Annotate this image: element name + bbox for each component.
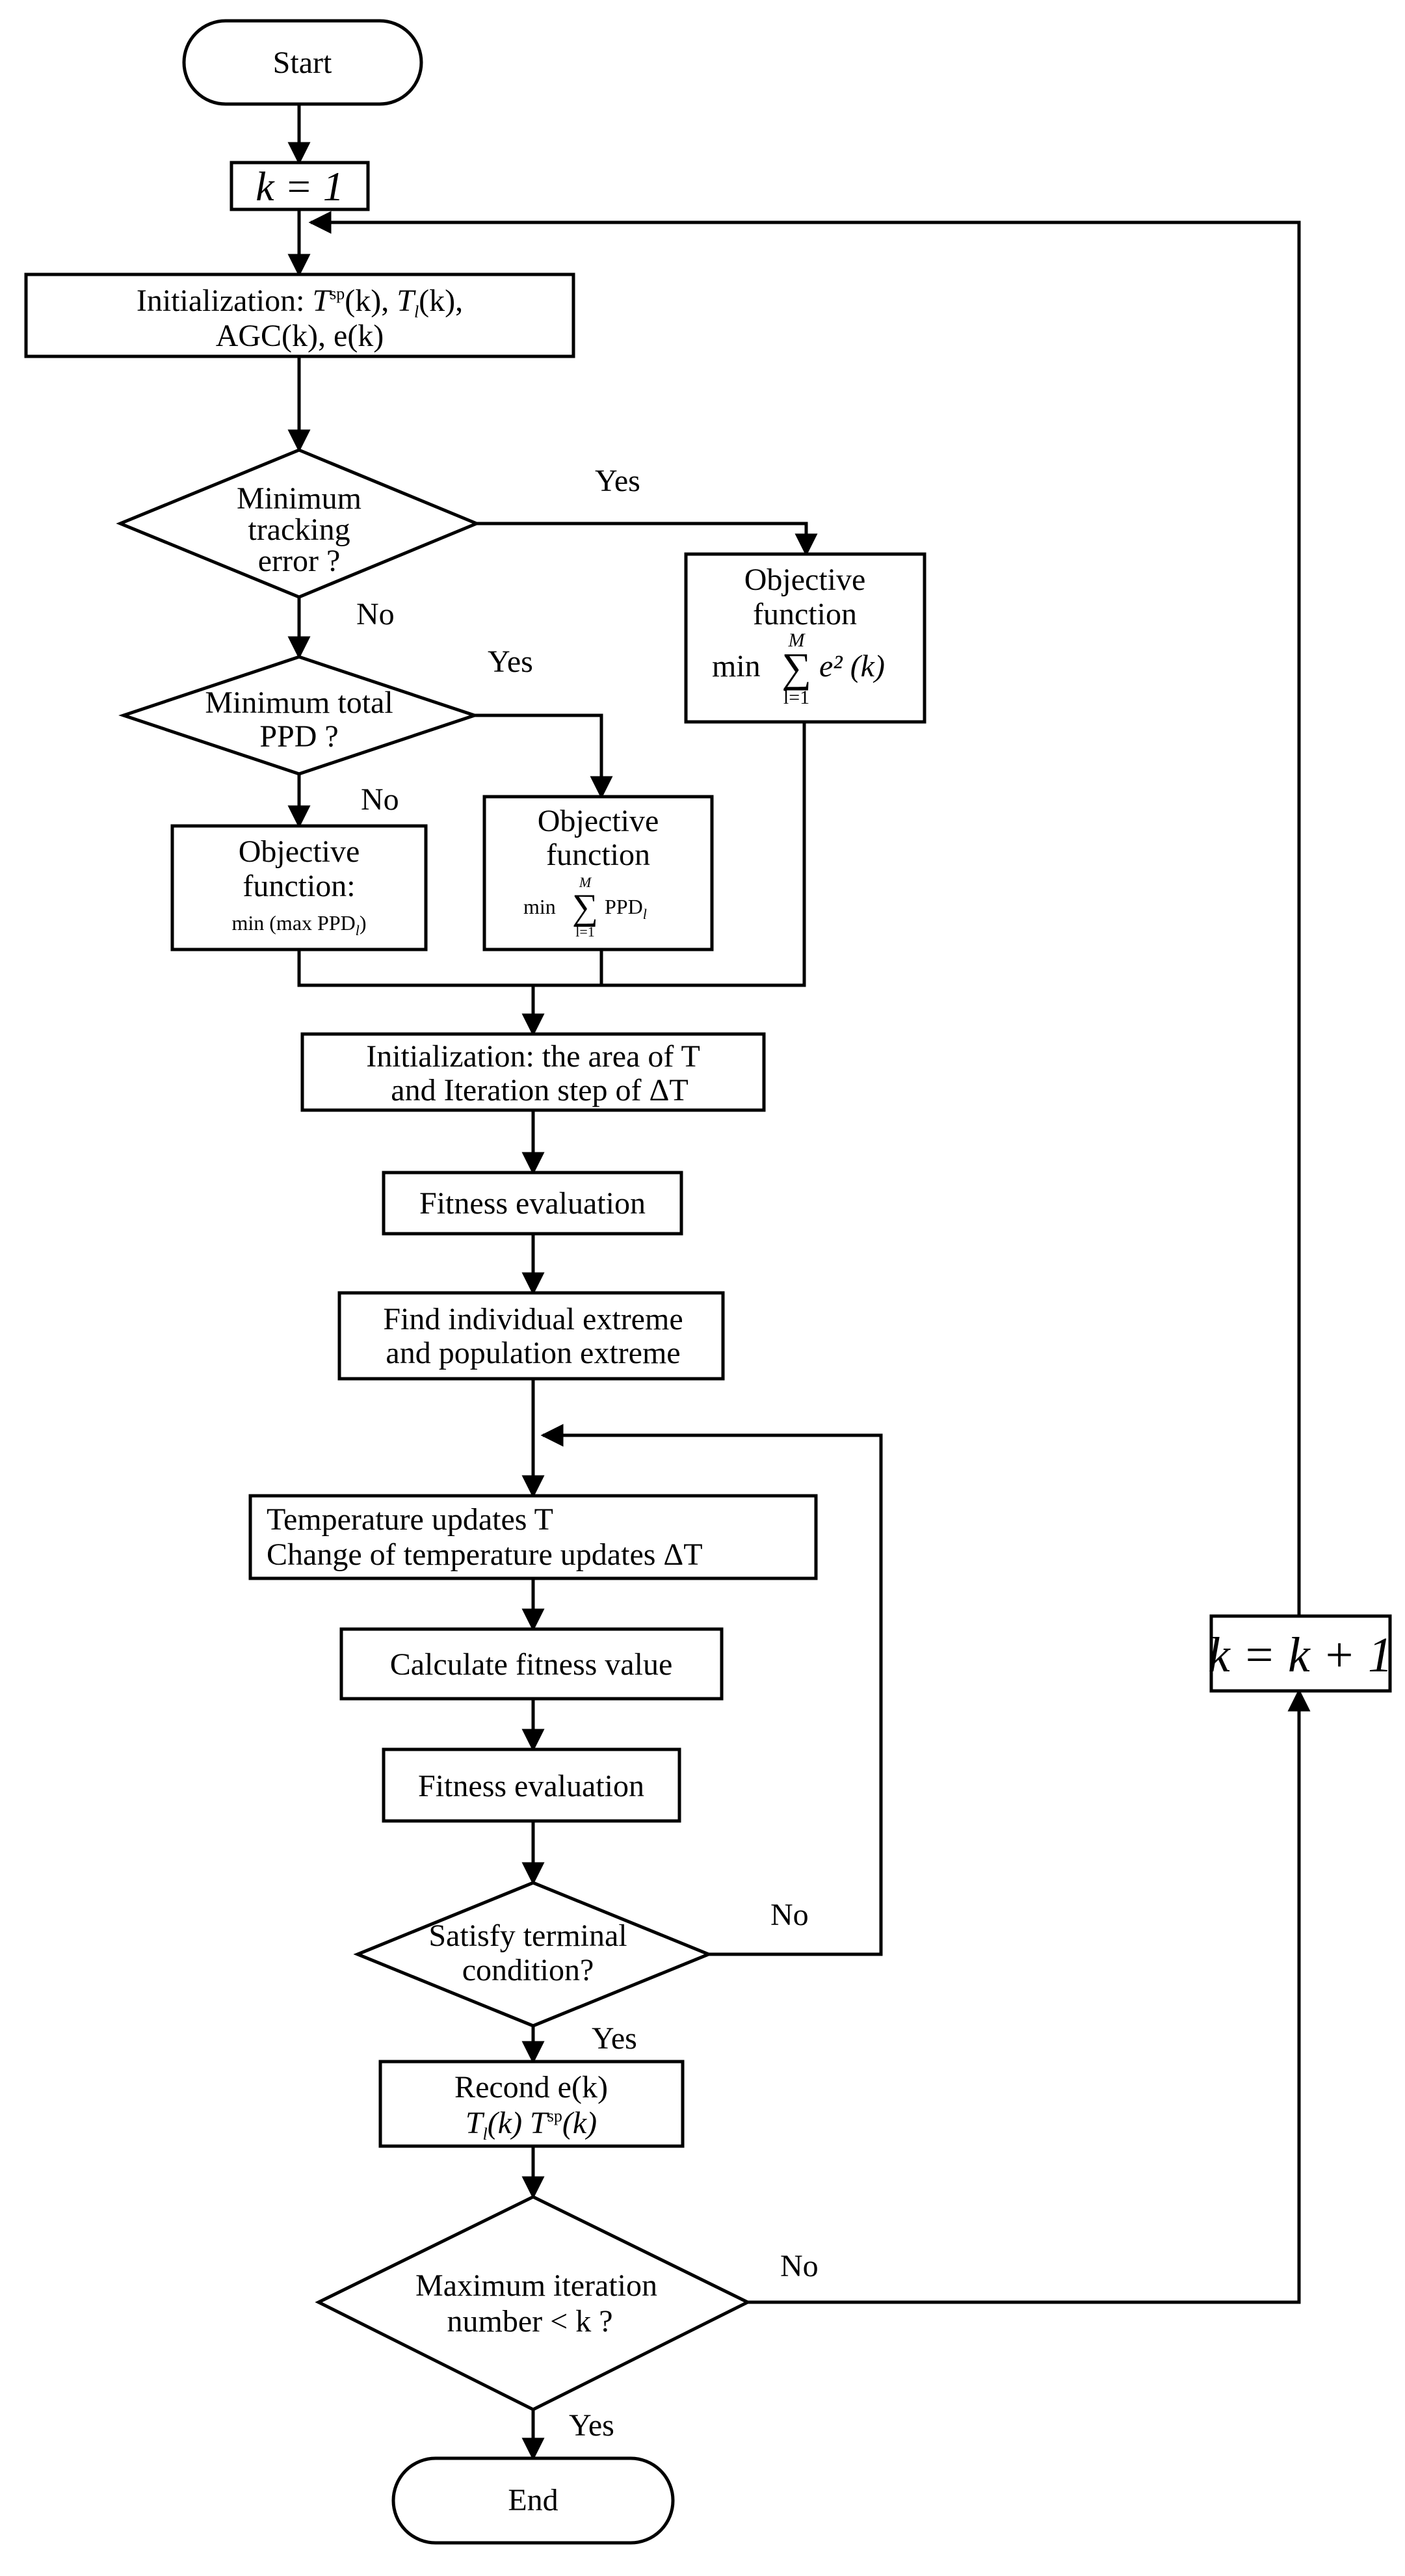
fitness-eval-label-2: Fitness evaluation (418, 1769, 644, 1803)
edge-ppd-yes (475, 713, 613, 799)
calc-fitness-box: Calculate fitness value (339, 1627, 724, 1701)
end-terminal: End (391, 2456, 675, 2545)
k-init-box: k = 1 (230, 161, 370, 211)
fitness-eval-label-1: Fitness evaluation (419, 1186, 646, 1221)
label-terminal-yes: Yes (592, 2021, 637, 2056)
init-line1: Initialization: Tsp(k), Tl(k), (137, 284, 463, 321)
objective-sum-ppd-sigma: ∑ (572, 887, 598, 927)
label-ppd-no: No (361, 782, 399, 817)
decision-max-iteration: Maximum iteration number < k ? (315, 2195, 752, 2411)
objective-sum-ppd-min: min (523, 895, 556, 918)
tracking-line3: error ? (258, 544, 341, 578)
objective-sum-ppd-sum-upper: M (579, 874, 592, 890)
label-terminal-no: No (770, 1898, 809, 1932)
objective-minmax-line1: Objective (239, 834, 360, 869)
objective-error-min: min (712, 649, 761, 684)
record-line1: Recond e(k) (454, 2070, 608, 2105)
objective-error-line1: Objective (744, 563, 866, 597)
objective-error-line2: function (753, 597, 857, 631)
edge-tracking-yes (477, 522, 818, 557)
edge-merge (297, 722, 806, 987)
init-line2: AGC(k), e(k) (216, 319, 384, 353)
tracking-line2: tracking (248, 512, 350, 547)
record-line2: Tl(k) Tsp(k) (466, 2106, 597, 2144)
tracking-line1: Minimum (237, 481, 361, 516)
init-area-line2: and Iteration step of ΔT (391, 1073, 688, 1108)
edge-terminal-no (540, 1424, 883, 1956)
objective-error-sigma: ∑ (781, 644, 811, 691)
k-increment-box: k = k + 1 (1208, 1614, 1393, 1693)
label-tracking-yes: Yes (595, 464, 640, 498)
decision-total-ppd: Minimum total PPD ? (118, 655, 480, 776)
find-extreme-line1: Find individual extreme (383, 1302, 683, 1336)
init-area-box: Initialization: the area of T and Iterat… (300, 1032, 766, 1112)
edge-loop-back (308, 211, 1301, 1616)
terminal-line1: Satisfy terminal (428, 1919, 627, 1953)
temp-update-line2: Change of temperature updates ΔT (267, 1537, 703, 1572)
ppd-line2: PPD ? (259, 719, 338, 754)
init-process-box: Initialization: Tsp(k), Tl(k), AGC(k), e… (24, 272, 575, 358)
objective-minmax-box: Objective function: min (max PPDl) (170, 824, 428, 951)
objective-error-expr: e² (k) (819, 649, 885, 684)
temp-update-line1: Temperature updates T (267, 1502, 553, 1537)
k-increment-label: k = k + 1 (1208, 1628, 1393, 1682)
label-tracking-no: No (356, 597, 395, 631)
edge-max-no (748, 1688, 1311, 2304)
find-extreme-line2: and population extreme (386, 1336, 680, 1370)
end-label: End (508, 2483, 558, 2517)
terminal-line2: condition? (462, 1953, 594, 1987)
objective-minmax-line2: function: (243, 869, 355, 903)
objective-sum-ppd-box: Objective function min ∑ M l=1 PPDl (482, 795, 714, 951)
start-terminal: Start (182, 19, 423, 106)
fitness-eval-box-1: Fitness evaluation (382, 1171, 683, 1236)
k-init-label: k = 1 (256, 163, 344, 209)
start-label: Start (273, 46, 332, 80)
decision-tracking-error: Minimum tracking error ? (116, 448, 481, 599)
fitness-eval-box-2: Fitness evaluation (382, 1747, 681, 1823)
objective-error-sum-upper: M (788, 630, 806, 651)
objective-sum-ppd-sum-lower: l=1 (575, 923, 595, 940)
objective-minmax-expr: min (max PPDl) (231, 911, 366, 938)
objective-error-box: Objective function min ∑ M l=1 e² (k) (684, 552, 926, 724)
label-max-yes: Yes (569, 2408, 614, 2443)
find-extreme-box: Find individual extreme and population e… (337, 1291, 725, 1381)
temp-update-box: Temperature updates T Change of temperat… (248, 1494, 818, 1580)
decision-terminal: Satisfy terminal condition? (353, 1881, 713, 2028)
objective-sum-ppd-line1: Objective (538, 804, 659, 838)
label-max-no: No (780, 2249, 819, 2283)
calc-fitness-label: Calculate fitness value (390, 1647, 673, 1682)
ppd-line1: Minimum total (205, 685, 393, 720)
init-area-line1: Initialization: the area of T (366, 1039, 700, 1074)
objective-sum-ppd-expr: PPDl (605, 895, 647, 922)
label-ppd-yes: Yes (488, 644, 533, 679)
edges (287, 104, 1311, 2461)
objective-sum-ppd-line2: function (546, 838, 650, 872)
edge-labels: Yes No Yes No No Yes No Yes (356, 464, 819, 2443)
record-box: Recond e(k) Tl(k) Tsp(k) (378, 2060, 685, 2148)
objective-error-sum-lower: l=1 (783, 687, 809, 708)
max-iter-line1: Maximum iteration (415, 2268, 657, 2303)
max-iter-line2: number < k ? (447, 2304, 613, 2339)
